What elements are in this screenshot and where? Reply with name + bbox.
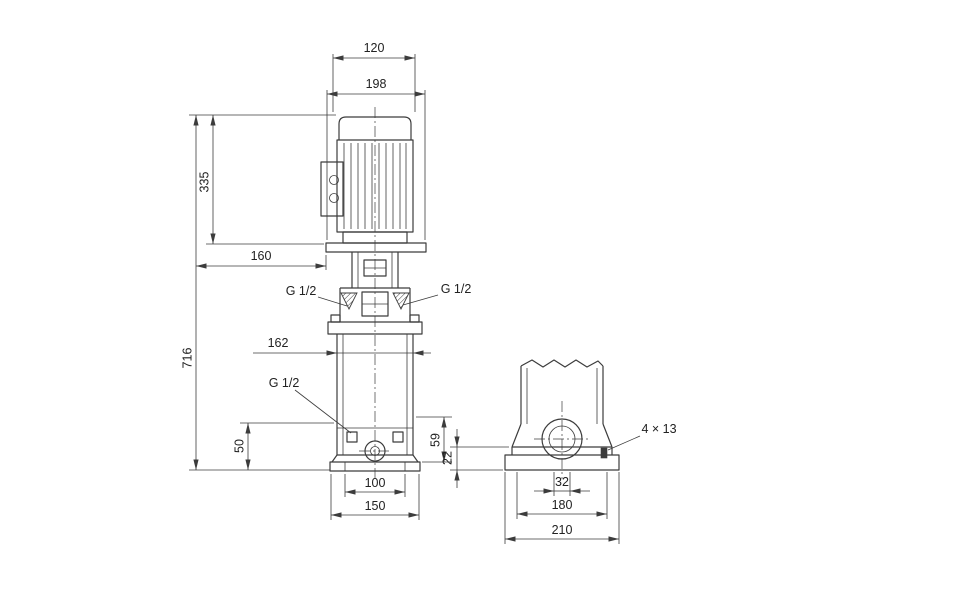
dim-label-162: 162 — [268, 336, 289, 350]
port-label-g12-right: G 1/2 — [441, 282, 472, 296]
chamber-stack — [336, 334, 414, 462]
motor-cooling-fins — [343, 143, 407, 229]
dim-base-depth: 210 — [504, 472, 620, 544]
dim-label-335: 335 — [197, 172, 211, 193]
dim-label-100: 100 — [365, 476, 386, 490]
dim-drain-height: 50 — [232, 422, 334, 470]
port-label-g12-drain: G 1/2 — [269, 376, 300, 390]
pump-head — [327, 287, 423, 335]
dim-base-width: 150 — [330, 474, 420, 520]
dim-base-height: 22 — [440, 429, 509, 488]
side-base — [504, 446, 620, 471]
dim-label-180: 180 — [552, 498, 573, 512]
staybolt-nut-left — [330, 314, 341, 323]
dim-label-150: 150 — [365, 499, 386, 513]
dim-label-22: 22 — [440, 451, 454, 465]
drain-plug — [346, 431, 358, 443]
dim-port-height: 59 — [416, 416, 452, 463]
dim-label-50: 50 — [232, 439, 246, 453]
cable-entry-top — [329, 175, 339, 185]
motor-cap — [338, 116, 412, 140]
priming-plug — [392, 431, 404, 443]
dim-label-59: 59 — [428, 433, 442, 447]
dim-hole-spacing: 180 — [516, 472, 608, 519]
staybolt-nut-right — [409, 314, 420, 323]
mounting-holes-callout: 4 × 13 — [607, 422, 677, 451]
pump-base — [329, 454, 421, 472]
port-label-g12-left: G 1/2 — [286, 284, 317, 298]
break-line — [520, 359, 604, 368]
dim-rear-clearance: 160 — [196, 249, 327, 270]
dim-label-32: 32 — [555, 475, 569, 489]
dim-total-height: 716 — [180, 115, 199, 470]
side-port — [541, 418, 583, 460]
coupling-section — [351, 252, 399, 288]
dim-label-160: 160 — [251, 249, 272, 263]
dim-label-716: 716 — [180, 348, 194, 369]
dim-motor-height: 335 — [197, 115, 216, 244]
inlet-port-symbol — [340, 292, 358, 311]
port-bore-side — [548, 425, 576, 453]
dim-label-198: 198 — [366, 77, 387, 91]
port-label-right: G 1/2 — [402, 282, 472, 306]
dim-port-offset: 32 — [534, 472, 590, 496]
mounting-slot — [600, 447, 608, 459]
head-flange — [327, 321, 423, 335]
dim-label-210: 210 — [552, 523, 573, 537]
terminal-box — [320, 161, 344, 217]
side-body — [511, 359, 613, 448]
cable-entry-bottom — [329, 193, 339, 203]
outlet-port-symbol — [392, 292, 410, 311]
side-base-plate — [504, 454, 620, 471]
dim-motor-top-width: 120 — [332, 41, 416, 112]
drain-port-label: G 1/2 — [269, 376, 352, 434]
front-view: 120 198 335 716 160 — [180, 41, 471, 520]
motor-stool-plate — [325, 242, 427, 253]
dim-foot-hole-spacing: 100 — [344, 474, 406, 497]
label-4x13: 4 × 13 — [641, 422, 676, 436]
motor — [320, 116, 427, 253]
base-plate — [329, 461, 421, 472]
port-circle-side — [541, 418, 583, 460]
dim-label-120: 120 — [364, 41, 385, 55]
dim-vertical-extensions — [189, 114, 336, 471]
dim-head-width: 162 — [253, 336, 431, 356]
side-view: 22 4 × 13 32 180 210 — [440, 359, 677, 544]
port-label-left: G 1/2 — [286, 284, 348, 307]
